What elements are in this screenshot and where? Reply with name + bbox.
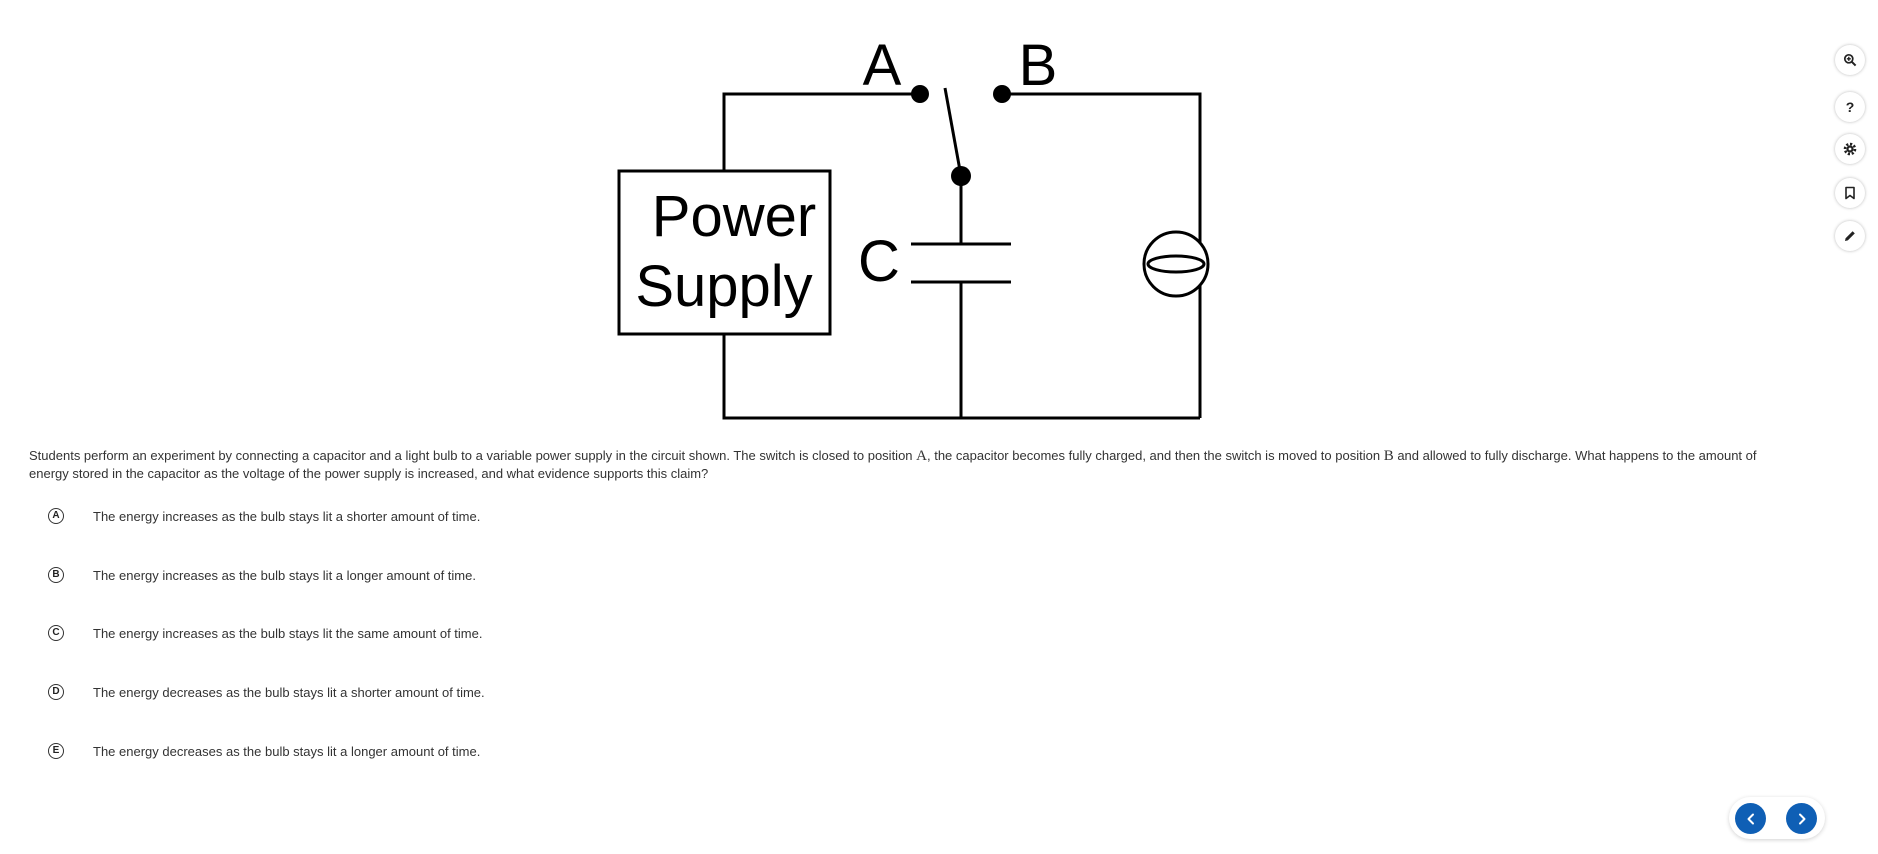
choice-bubble-e[interactable]: E (48, 743, 64, 759)
switch-contact-a (911, 85, 929, 103)
pencil-button[interactable] (1835, 221, 1865, 251)
capacitor-label: C (858, 229, 900, 294)
help-icon: ? (1845, 99, 1855, 115)
light-bulb-icon (1142, 230, 1210, 298)
next-button[interactable] (1786, 803, 1817, 834)
question-text-part3: and allowed to fully discharge. What hap… (29, 448, 1757, 481)
choice-text-d: The energy decreases as the bulb stays l… (93, 684, 485, 700)
settings-button[interactable] (1835, 134, 1865, 164)
switch-contact-b (993, 85, 1011, 103)
switch-pivot (951, 166, 971, 186)
answer-choice-d[interactable]: D The energy decreases as the bulb stays… (48, 681, 485, 703)
chevron-right-icon (1798, 813, 1805, 824)
previous-button[interactable] (1735, 803, 1766, 834)
help-button[interactable]: ? (1835, 92, 1865, 122)
question-text-part1: Students perform an experiment by connec… (29, 448, 917, 463)
choice-bubble-b[interactable]: B (48, 567, 64, 583)
bulb-mask (1144, 232, 1208, 296)
answer-choice-b[interactable]: B The energy increases as the bulb stays… (48, 564, 476, 586)
choice-bubble-c[interactable]: C (48, 625, 64, 641)
bookmark-button[interactable] (1835, 178, 1865, 208)
switch-label-a: A (863, 33, 902, 98)
navigation-controls (1729, 797, 1825, 839)
choice-text-b: The energy increases as the bulb stays l… (93, 567, 476, 583)
choice-text-e: The energy decreases as the bulb stays l… (93, 743, 481, 759)
answer-choice-e[interactable]: E The energy decreases as the bulb stays… (48, 740, 480, 762)
choice-text-c: The energy increases as the bulb stays l… (93, 625, 483, 641)
wire-top-right (1002, 92, 1202, 418)
circuit-diagram: A B C Power Supply (617, 33, 1210, 420)
answer-choice-c[interactable]: C The energy increases as the bulb stays… (48, 622, 482, 644)
wire-bottom (722, 335, 1200, 420)
chevron-left-icon (1747, 813, 1754, 824)
power-supply-label-line2: Supply (635, 254, 812, 319)
choice-bubble-a[interactable]: A (48, 508, 64, 524)
wire-top-left (722, 92, 920, 170)
switch-label-b: B (1019, 33, 1058, 98)
settings-icon (1843, 142, 1857, 156)
question-variable-a: A (916, 448, 927, 464)
question-text-part2: , the capacitor becomes fully charged, a… (926, 448, 1384, 463)
switch-lever (943, 87, 963, 177)
choice-bubble-d[interactable]: D (48, 684, 64, 700)
zoom-in-button[interactable] (1835, 45, 1865, 75)
power-supply-label-line1: Power (652, 184, 816, 249)
power-supply-box (617, 169, 832, 336)
choice-text-a: The energy increases as the bulb stays l… (93, 508, 481, 524)
answer-choice-a[interactable]: A The energy increases as the bulb stays… (48, 505, 480, 527)
zoom-in-icon (1843, 53, 1857, 67)
bookmark-icon (1845, 186, 1855, 200)
pencil-icon (1845, 231, 1855, 241)
question-stem: Students perform an experiment by connec… (29, 447, 1799, 483)
question-variable-b: B (1383, 448, 1394, 464)
